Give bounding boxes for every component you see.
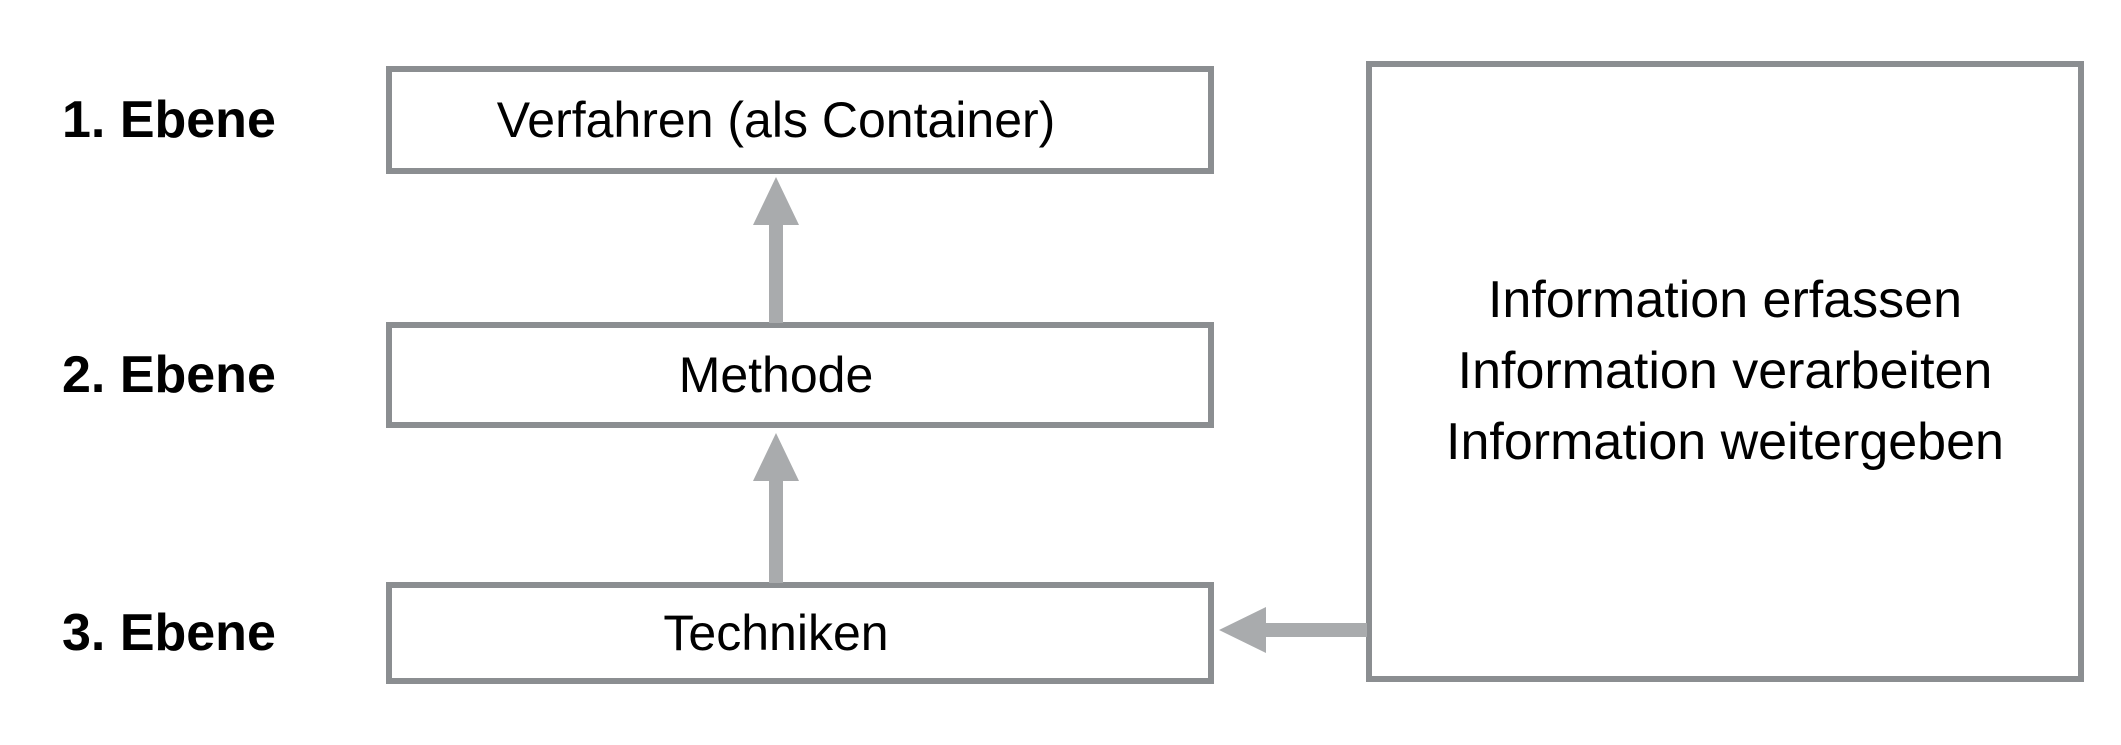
box-techniken: Techniken xyxy=(386,582,1214,684)
box-techniken-label: Techniken xyxy=(663,605,889,661)
info-box: Information erfassen Information verarbe… xyxy=(1366,61,2084,682)
info-line-1: Information erfassen xyxy=(1487,271,1963,329)
level-2-label: 2. Ebene xyxy=(62,346,276,404)
level-1-label: 1. Ebene xyxy=(62,91,276,149)
box-verfahren: Verfahren (als Container) xyxy=(386,66,1214,174)
arrow-up-techniken-to-methode-icon xyxy=(753,433,799,583)
level-3-label: 3. Ebene xyxy=(62,604,276,662)
arrow-left-infobox-to-techniken-icon xyxy=(1219,607,1367,653)
arrow-up-methode-to-verfahren-icon xyxy=(753,177,799,323)
info-line-3: Information weitergeben xyxy=(1446,413,2004,471)
box-verfahren-label: Verfahren (als Container) xyxy=(496,92,1056,148)
box-methode-label: Methode xyxy=(678,347,874,403)
box-methode: Methode xyxy=(386,322,1214,428)
info-line-2: Information verarbeiten xyxy=(1457,342,1993,400)
